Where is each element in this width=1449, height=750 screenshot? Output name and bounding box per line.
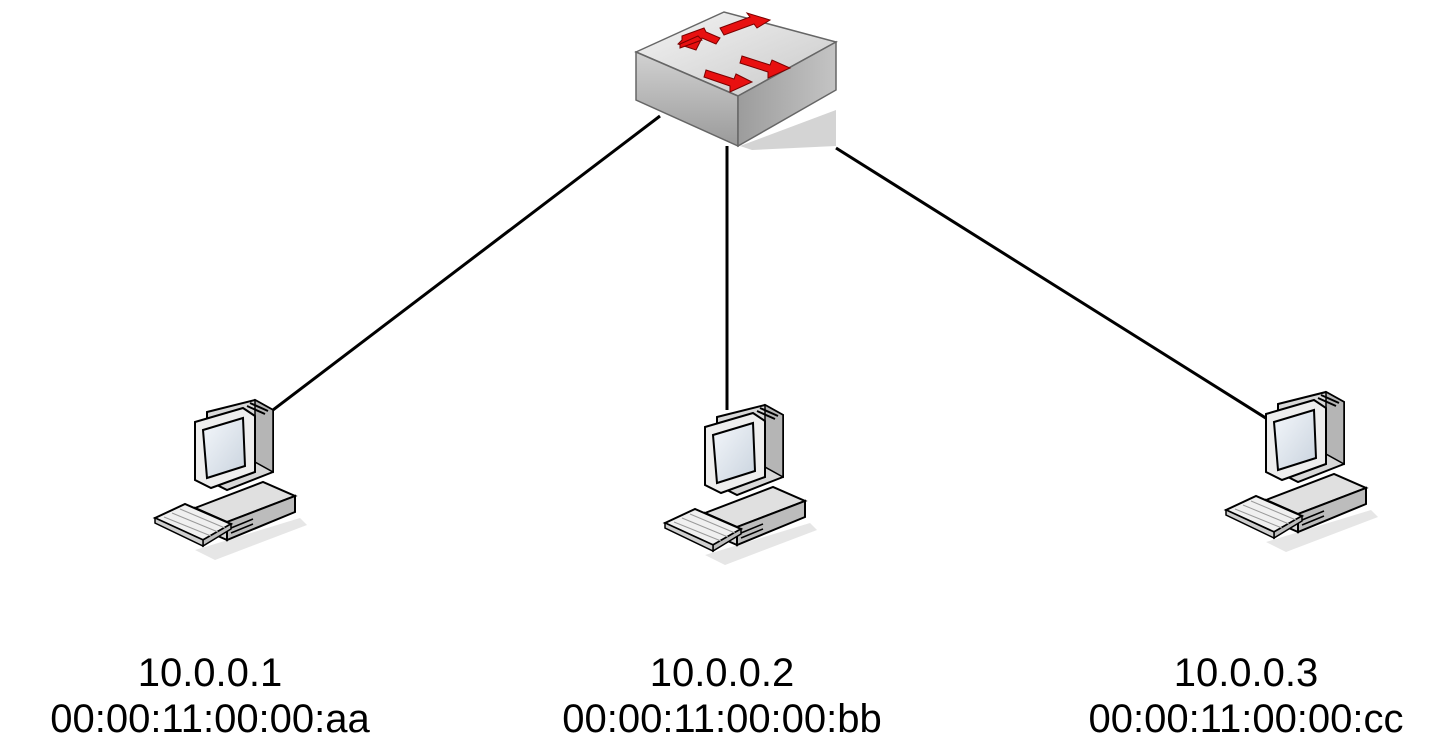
desktop-computer-icon	[154, 399, 308, 561]
host-mac: 00:00:11:00:00:bb	[562, 697, 882, 741]
host-3	[1225, 391, 1379, 553]
desktop-computer-icon	[1225, 391, 1379, 553]
host-2	[664, 404, 818, 566]
switch-arrows-icon	[677, 12, 792, 93]
link-host-1	[239, 114, 661, 437]
network-switch-icon	[634, 11, 838, 150]
host-mac: 00:00:11:00:00:aa	[50, 697, 370, 741]
host-label-3: 10.0.0.3 00:00:11:00:00:cc	[1046, 650, 1446, 742]
host-ip: 10.0.0.1	[137, 651, 283, 695]
host-mac: 00:00:11:00:00:cc	[1088, 697, 1404, 741]
links	[239, 114, 1289, 437]
host-1	[154, 399, 308, 561]
host-label-1: 10.0.0.1 00:00:11:00:00:aa	[10, 650, 410, 742]
desktop-computer-icon	[664, 404, 818, 566]
link-host-3	[835, 146, 1289, 434]
host-ip: 10.0.0.2	[649, 651, 795, 695]
host-label-2: 10.0.0.2 00:00:11:00:00:bb	[522, 650, 922, 742]
host-ip: 10.0.0.3	[1173, 651, 1319, 695]
